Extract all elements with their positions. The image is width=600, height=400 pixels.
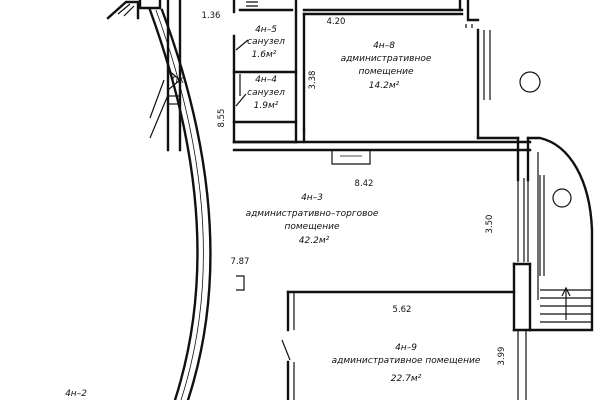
entry-stair bbox=[106, 0, 162, 20]
column-marker bbox=[552, 188, 572, 208]
dim-3-50: 3.50 bbox=[485, 215, 495, 234]
room-area-4n9: 22.7м² bbox=[391, 374, 422, 384]
sanitary-block bbox=[232, 0, 298, 144]
window-marks bbox=[465, 24, 473, 28]
room-id-4n8: 4н–8 bbox=[373, 41, 395, 51]
wall-stub bbox=[236, 275, 245, 291]
room-area-4n5: 1.6м² bbox=[252, 50, 277, 60]
shaft-walls bbox=[166, 0, 182, 152]
column-marker bbox=[519, 71, 541, 93]
pk-marker: ПК bbox=[167, 69, 185, 91]
room-area-4n8: 14.2м² bbox=[369, 81, 400, 91]
room-id-4n3: 4н–3 bbox=[301, 193, 323, 203]
room-name-4n9: административное помещение bbox=[332, 356, 481, 366]
room-labels: 4н–5 санузел 1.6м² 4н–4 санузел 1.9м² 4н… bbox=[65, 25, 481, 399]
east-walls bbox=[512, 136, 594, 400]
room-area-4n4: 1.9м² bbox=[254, 101, 279, 111]
room-name-4n3-line1: административно–торговое bbox=[246, 209, 379, 219]
dimension-labels: 1.36 4.20 3.38 8.55 8.42 3.50 7.87 5.62 … bbox=[202, 11, 507, 365]
dim-8-55: 8.55 bbox=[217, 109, 227, 128]
room-id-4n5: 4н–5 bbox=[255, 25, 277, 35]
dim-4-20: 4.20 bbox=[327, 17, 346, 27]
dim-8-42: 8.42 bbox=[355, 179, 374, 189]
curved-facade bbox=[148, 8, 212, 400]
room-id-4n4: 4н–4 bbox=[255, 75, 277, 85]
dim-5-62: 5.62 bbox=[393, 305, 412, 315]
room-id-4n2: 4н–2 bbox=[65, 389, 87, 399]
dim-1-36: 1.36 bbox=[202, 11, 221, 21]
room-8-walls bbox=[302, 0, 520, 144]
room-id-4n9: 4н–9 bbox=[395, 343, 417, 353]
room-name-4n4: санузел bbox=[247, 88, 285, 98]
room-name-4n8-line2: помещение bbox=[358, 67, 413, 77]
dim-7-87: 7.87 bbox=[231, 257, 250, 267]
middle-wall bbox=[232, 140, 532, 165]
dim-3-99: 3.99 bbox=[497, 347, 507, 366]
room-9-walls bbox=[281, 290, 516, 400]
room-name-4n5: санузел bbox=[247, 37, 285, 47]
room-name-4n8-line1: административное bbox=[341, 54, 432, 64]
dim-3-38: 3.38 bbox=[308, 71, 318, 90]
columns bbox=[519, 71, 572, 208]
pk-label: ПК bbox=[172, 76, 185, 86]
room-name-4n3-line2: помещение bbox=[284, 222, 339, 232]
room-area-4n3: 42.2м² bbox=[299, 236, 330, 246]
